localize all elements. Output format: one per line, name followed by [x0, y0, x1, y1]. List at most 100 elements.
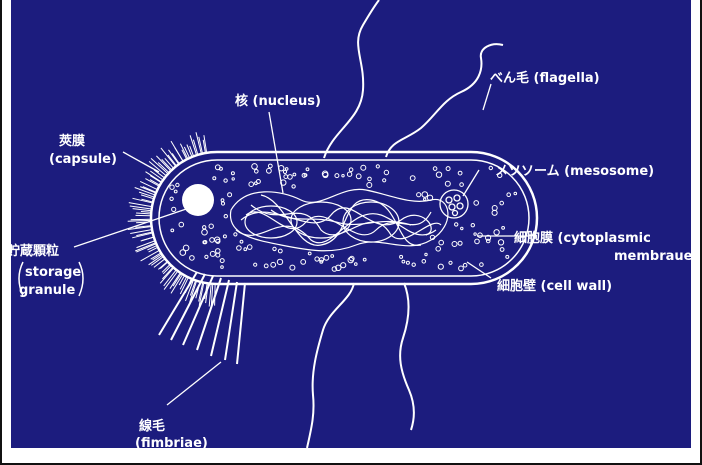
cytoplasm-granule — [283, 170, 286, 173]
cytoplasm-granule — [170, 197, 173, 200]
cytoplasm-granule — [498, 240, 503, 245]
cytoplasm-granule — [424, 198, 426, 200]
cytoplasm-granule — [478, 233, 483, 238]
cytoplasm-granule — [179, 222, 184, 227]
cytoplasm-granule — [355, 263, 358, 266]
cytoplasm-granule — [368, 177, 372, 181]
cytoplasm-granule — [284, 175, 288, 179]
cytoplasm-granule — [452, 242, 457, 247]
frame-border-left — [0, 0, 2, 465]
cytoplasm-granule — [480, 263, 484, 267]
cytoplasm-granule — [361, 165, 366, 170]
label-nucleus: 核 (nucleus) — [235, 93, 321, 109]
capsule-hair — [154, 170, 164, 177]
cytoplasm-granule — [228, 193, 232, 197]
cytoplasm-granule — [209, 224, 213, 228]
cytoplasm-granule — [412, 263, 415, 266]
cytoplasm-granule — [315, 257, 319, 261]
cytoplasm-granule — [494, 230, 499, 235]
cytoplasm-granule — [221, 266, 224, 269]
capsule-hair — [141, 195, 153, 199]
label-cell-wall: 細胞壁 (cell wall) — [497, 278, 612, 294]
cytoplasm-granule — [247, 245, 252, 250]
cytoplasm-granule — [210, 251, 215, 256]
cytoplasm-granule — [234, 233, 237, 236]
cytoplasm-granule — [500, 248, 504, 252]
cytoplasm-granule — [223, 235, 226, 238]
capsule-hair — [215, 285, 216, 306]
cytoplasm-granule — [278, 249, 282, 253]
cytoplasm-granule — [460, 183, 464, 187]
cytoplasm-granule — [264, 264, 268, 268]
cytoplasm-granule — [267, 168, 272, 173]
cytoplasm-granule — [422, 260, 426, 264]
cytoplasm-granule — [439, 240, 444, 245]
leader-lines — [74, 84, 531, 405]
cytoplasm-granule — [507, 193, 511, 197]
label-flagella: べん毛 (flagella) — [490, 70, 600, 86]
cytoplasm-granule — [308, 252, 311, 255]
cytoplasm-granule — [213, 177, 216, 180]
cytoplasm-granule — [449, 261, 452, 264]
cytoplasm-granule — [268, 164, 272, 168]
cytoplasm-granule — [335, 174, 339, 178]
cytoplasm-granule — [170, 185, 174, 189]
cytoplasm-granule — [341, 263, 346, 268]
cytoplasm-granule — [202, 229, 208, 235]
cytoplasm-granule — [463, 263, 467, 267]
cytoplasm-granule — [224, 179, 227, 182]
capsule-hair — [151, 158, 167, 173]
cytoplasm-granule — [301, 260, 306, 265]
cytoplasm-granule — [210, 238, 215, 243]
label-capsule-jp: 莢膜 — [59, 133, 85, 149]
cytoplasm-granule — [436, 172, 441, 177]
cytoplasm-granule — [271, 262, 276, 267]
cytoplasm-granule — [256, 180, 260, 184]
label-capsule-en: (capsule) — [49, 152, 117, 167]
cytoplasm-granule — [349, 168, 353, 172]
cytoplasm-granule — [438, 264, 443, 269]
cytoplasm-granule — [455, 223, 458, 226]
cytoplasm-granule — [356, 174, 361, 179]
cytoplasm-granule — [471, 224, 474, 227]
cytoplasm-granule — [489, 166, 492, 169]
cytoplasm-granule — [342, 175, 344, 177]
cytoplasm-granule — [244, 248, 247, 251]
cytoplasm-granule — [232, 178, 234, 180]
cytoplasm-granule — [172, 207, 176, 211]
cytoplasm-granule — [383, 179, 386, 182]
cytoplasm-granule — [203, 226, 206, 229]
cytoplasm-granule — [376, 165, 379, 168]
bacterium-diagram: 核 (nucleus) べん毛 (flagella) 莢膜 (capsule) … — [11, 0, 691, 448]
cytoplasm-granule — [367, 183, 372, 188]
cytoplasm-granule — [324, 255, 329, 260]
label-fimbriae-jp: 線毛 — [139, 418, 165, 434]
cytoplasm-granule — [514, 192, 517, 195]
nucleus-tangle — [230, 189, 447, 250]
cytoplasm-granule — [180, 250, 186, 256]
label-mesosome: メソソーム (mesosome) — [495, 164, 654, 179]
label-storage-en1: storage — [25, 265, 81, 280]
cytoplasm-granule — [433, 167, 437, 171]
capsule-hair — [136, 213, 150, 214]
cytoplasm-granule — [417, 193, 421, 197]
cytoplasm-granule — [292, 185, 295, 188]
cytoplasm-granule — [252, 164, 258, 170]
cytoplasm-granule — [224, 215, 227, 218]
cytoplasm-granule — [475, 239, 480, 244]
label-cytoplasmic-en2: membraue) — [614, 249, 691, 264]
cytoplasm-granule — [288, 175, 293, 180]
cytoplasm-granule — [458, 241, 462, 245]
cytoplasm-granule — [474, 233, 476, 235]
cytoplasm-granule — [231, 172, 234, 175]
label-fimbriae-en: (fimbriae) — [135, 436, 208, 448]
cytoplasm-granule — [190, 256, 195, 261]
cytoplasm-granule — [506, 255, 509, 258]
cytoplasm-granule — [406, 261, 409, 264]
cytoplasm-granule — [347, 172, 351, 176]
cytoplasm-granule — [331, 255, 334, 258]
cytoplasm-granule — [486, 239, 490, 243]
cytoplasm-granule — [436, 247, 441, 252]
cytoplasm-granule — [410, 176, 415, 181]
cytoplasm-granule — [174, 190, 177, 193]
